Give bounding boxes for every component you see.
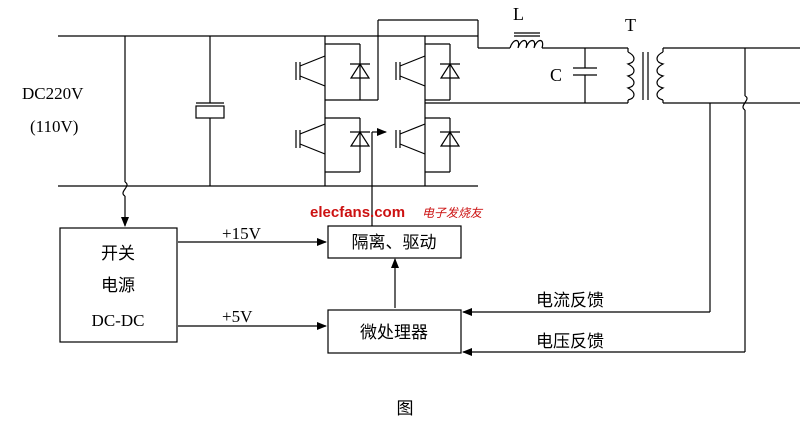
voltage-15v-label: +15V: [222, 224, 262, 243]
transformer-symbol: [626, 47, 800, 104]
feedback-taps: [462, 48, 748, 356]
site-watermark: elecfans.com 电子发烧友: [310, 204, 484, 221]
h-bridge-left-leg: [295, 36, 378, 186]
switching-power-block: [59, 227, 178, 343]
dc-source-label: DC220V: [22, 84, 84, 103]
switching-power-label-1: 开关: [101, 244, 135, 263]
switching-power-label-2: 电源: [101, 276, 135, 295]
microprocessor-block: [327, 309, 462, 354]
voltage-5v-label: +5V: [222, 307, 253, 326]
transformer-label: T: [625, 15, 636, 35]
voltage-feedback-label: 电压反馈: [536, 332, 604, 351]
isolation-driver-label: 隔离、驱动: [352, 233, 437, 252]
output-capacitor-symbol: [573, 48, 597, 103]
switching-power-label-3: DC-DC: [92, 311, 145, 330]
watermark-site: elecfans.com: [310, 204, 405, 221]
output-wiring: [377, 19, 628, 104]
microprocessor-label: 微处理器: [360, 323, 428, 342]
inductor-symbol: [509, 32, 628, 49]
figure-caption: 图: [397, 399, 414, 418]
dc-bus-rails: [58, 35, 478, 187]
h-bridge-right-leg: [395, 36, 461, 186]
inductor-label: L: [513, 4, 524, 24]
current-feedback-label: 电流反馈: [536, 291, 604, 310]
bus-capacitor-symbol: [195, 36, 225, 186]
watermark-tagline: 电子发烧友: [422, 206, 484, 220]
supply-tap: [121, 36, 129, 227]
isolation-driver-block: [327, 225, 462, 259]
capacitor-label: C: [550, 65, 562, 85]
dc-source-alt-label: (110V): [30, 117, 78, 136]
